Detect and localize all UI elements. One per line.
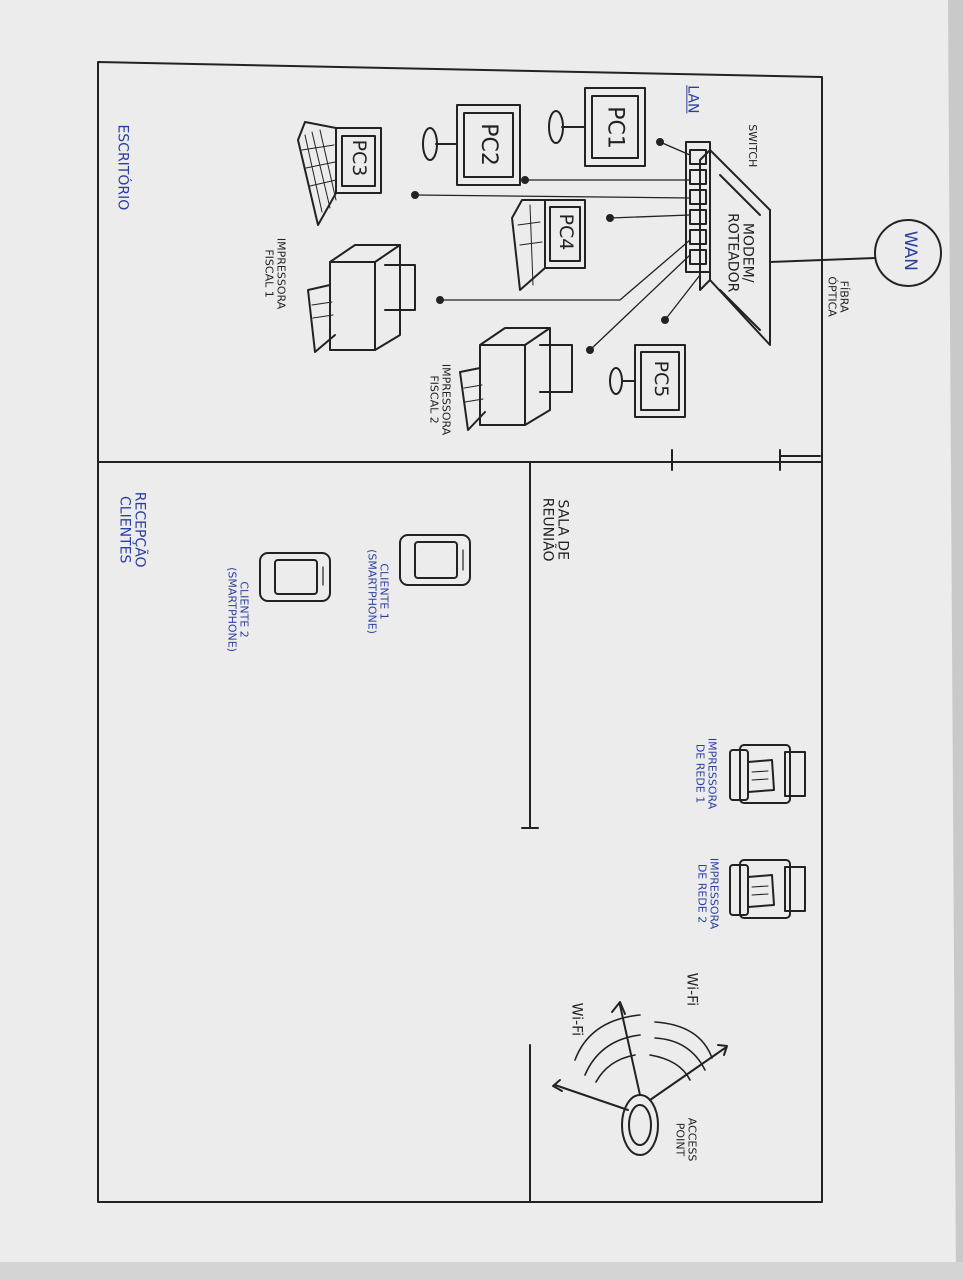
cable-pc4 xyxy=(609,214,691,219)
cable-printer-fiscal-2 xyxy=(589,254,691,351)
access-point-icon xyxy=(552,1001,728,1156)
network-printer-1-line-2: DE REDE 1 xyxy=(694,743,707,804)
client-1-line-2: (SMARTPHONE) xyxy=(366,549,379,634)
network-printer-1-label: IMPRESSORA DE REDE 1 xyxy=(694,734,719,814)
network-printer-2-line-1: IMPRESSORA xyxy=(707,857,721,930)
client-2-line-2: (SMARTPHONE) xyxy=(226,567,239,652)
wifi-waves-icon xyxy=(574,1014,713,1083)
fiber-label-line-2: ÓPTICA xyxy=(826,276,839,317)
access-point-line-1: ACCESS xyxy=(685,1117,699,1162)
reception-room-line-2: CLIENTES xyxy=(117,496,133,564)
meeting-room-line-1: SALA DE xyxy=(554,499,571,560)
switch-label: SWITCH xyxy=(745,124,759,168)
client-1-line-1: CLIENTE 1 xyxy=(377,563,391,620)
network-printer-2-label: IMPRESSORA DE REDE 2 xyxy=(696,854,721,934)
pc2-label: PC2 xyxy=(476,123,502,166)
access-point-line-2: POINT xyxy=(674,1122,687,1157)
lan-label: LAN xyxy=(684,85,701,114)
cable-pc1 xyxy=(659,141,691,156)
network-printer-2-icon xyxy=(729,859,806,919)
meeting-room-label: SALA DE REUNIÃO xyxy=(540,490,571,570)
client-2-line-1: CLIENTE 2 xyxy=(237,581,251,638)
fiscal-printer-1-icon xyxy=(307,244,416,353)
cable-printer-fiscal-1 xyxy=(439,239,691,301)
fiscal-printer-2-line-1: IMPRESSORA xyxy=(439,363,453,436)
modem-label-line-1: MODEM/ xyxy=(739,222,756,283)
pc3-laptop xyxy=(297,121,382,226)
reception-room-label: RECEPÇÃO CLIENTES xyxy=(117,486,148,574)
network-printer-2-line-2: DE REDE 2 xyxy=(696,863,709,924)
building-outline xyxy=(97,61,823,1203)
client-1-smartphone-icon xyxy=(399,534,471,586)
pc5-label: PC5 xyxy=(649,360,672,398)
pc1-monitor xyxy=(548,87,646,167)
pc5-monitor xyxy=(609,344,686,418)
pc4-laptop xyxy=(511,199,586,291)
modem-label-line-2: ROTEADOR xyxy=(725,213,741,293)
pc3-label: PC3 xyxy=(347,139,370,177)
fiscal-printer-1-line-1: IMPRESSORA xyxy=(274,237,288,310)
fiscal-printer-2-label: IMPRESSORA FISCAL 2 xyxy=(428,355,453,445)
wan-circle xyxy=(874,219,942,287)
office-room-label: ESCRITÓRIO xyxy=(114,124,131,211)
client-1-label: CLIENTE 1 (SMARTPHONE) xyxy=(366,544,391,640)
pc4-label: PC4 xyxy=(554,213,577,251)
cable-pc3 xyxy=(414,194,691,199)
reception-room-line-1: RECEPÇÃO xyxy=(131,491,148,568)
fiscal-printer-2-line-2: FISCAL 2 xyxy=(428,375,441,424)
modem-router-label: MODEM/ ROTEADOR xyxy=(725,208,756,298)
fiber-label-line-1: FÍBRA xyxy=(837,280,851,313)
wan-label: WAN xyxy=(899,230,920,272)
fiscal-printer-2-icon xyxy=(459,327,573,431)
fiber-label: FÍBRA ÓPTICA xyxy=(826,267,851,327)
client-2-label: CLIENTE 2 (SMARTPHONE) xyxy=(226,562,251,658)
network-printer-1-icon xyxy=(729,744,806,804)
wifi-label-2: Wi-Fi xyxy=(568,1002,585,1037)
fiscal-printer-1-label: IMPRESSORA FISCAL 1 xyxy=(263,229,288,319)
pc2-monitor xyxy=(422,104,521,186)
wifi-label-1: Wi-Fi xyxy=(683,972,700,1007)
fiscal-printer-1-line-2: FISCAL 1 xyxy=(263,249,276,298)
meeting-room-line-2: REUNIÃO xyxy=(540,497,556,562)
paper-shadow xyxy=(0,1262,963,1280)
switch-shape xyxy=(685,141,711,273)
fiber-link xyxy=(769,257,876,263)
pc1-label: PC1 xyxy=(602,106,628,149)
client-2-smartphone-icon xyxy=(259,552,331,602)
network-printer-1-line-1: IMPRESSORA xyxy=(705,737,719,810)
access-point-label: ACCESS POINT xyxy=(674,1104,699,1176)
cable-pc5 xyxy=(664,274,701,321)
